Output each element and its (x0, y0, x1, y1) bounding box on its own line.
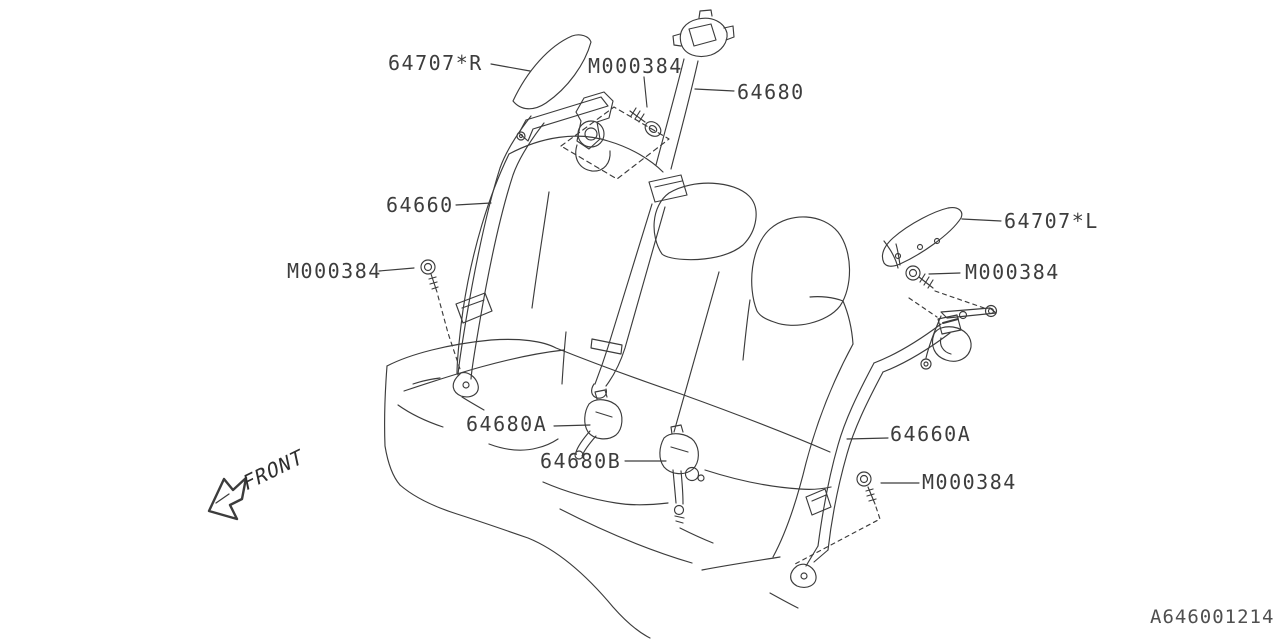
bolt-m000384-top (630, 108, 664, 139)
front-arrow-icon (209, 478, 246, 519)
part-label-64680[interactable]: 64680 (737, 80, 805, 104)
belt-64660 (453, 116, 544, 397)
cover-64707R (513, 35, 591, 109)
anchor-right (791, 564, 816, 587)
bolt-m000384-right (906, 266, 987, 317)
part-label-64660[interactable]: 64660 (386, 193, 454, 217)
seat-outline (385, 136, 900, 638)
part-label-64680A[interactable]: 64680A (466, 412, 548, 436)
part-label-64707L[interactable]: 64707*L (1004, 209, 1099, 233)
buckle-64680B (660, 425, 704, 523)
belt-64680 (591, 59, 698, 398)
part-label-m000384-right[interactable]: M000384 (965, 260, 1060, 284)
buckle-64680A (575, 390, 622, 459)
diagram-reference-code: A646001214 (1150, 606, 1275, 628)
retractor-64660A (921, 306, 997, 370)
bolt-m000384-bottom (795, 472, 880, 564)
part-label-64660A[interactable]: 64660A (890, 422, 972, 446)
bolt-m000384-left (421, 260, 460, 369)
belt-64660A (791, 324, 950, 587)
part-label-m000384-left[interactable]: M000384 (287, 259, 382, 283)
cover-64707L (882, 208, 961, 267)
leader-lines (379, 64, 1001, 483)
part-label-64680B[interactable]: 64680B (540, 449, 622, 473)
bracket-64660 (517, 92, 669, 179)
retractor-64680 (673, 10, 734, 57)
part-label-m000384-bottom[interactable]: M000384 (922, 470, 1017, 494)
anchor-left (453, 373, 478, 397)
part-label-m000384-top[interactable]: M000384 (588, 54, 683, 78)
part-label-64707R[interactable]: 64707*R (388, 51, 483, 75)
